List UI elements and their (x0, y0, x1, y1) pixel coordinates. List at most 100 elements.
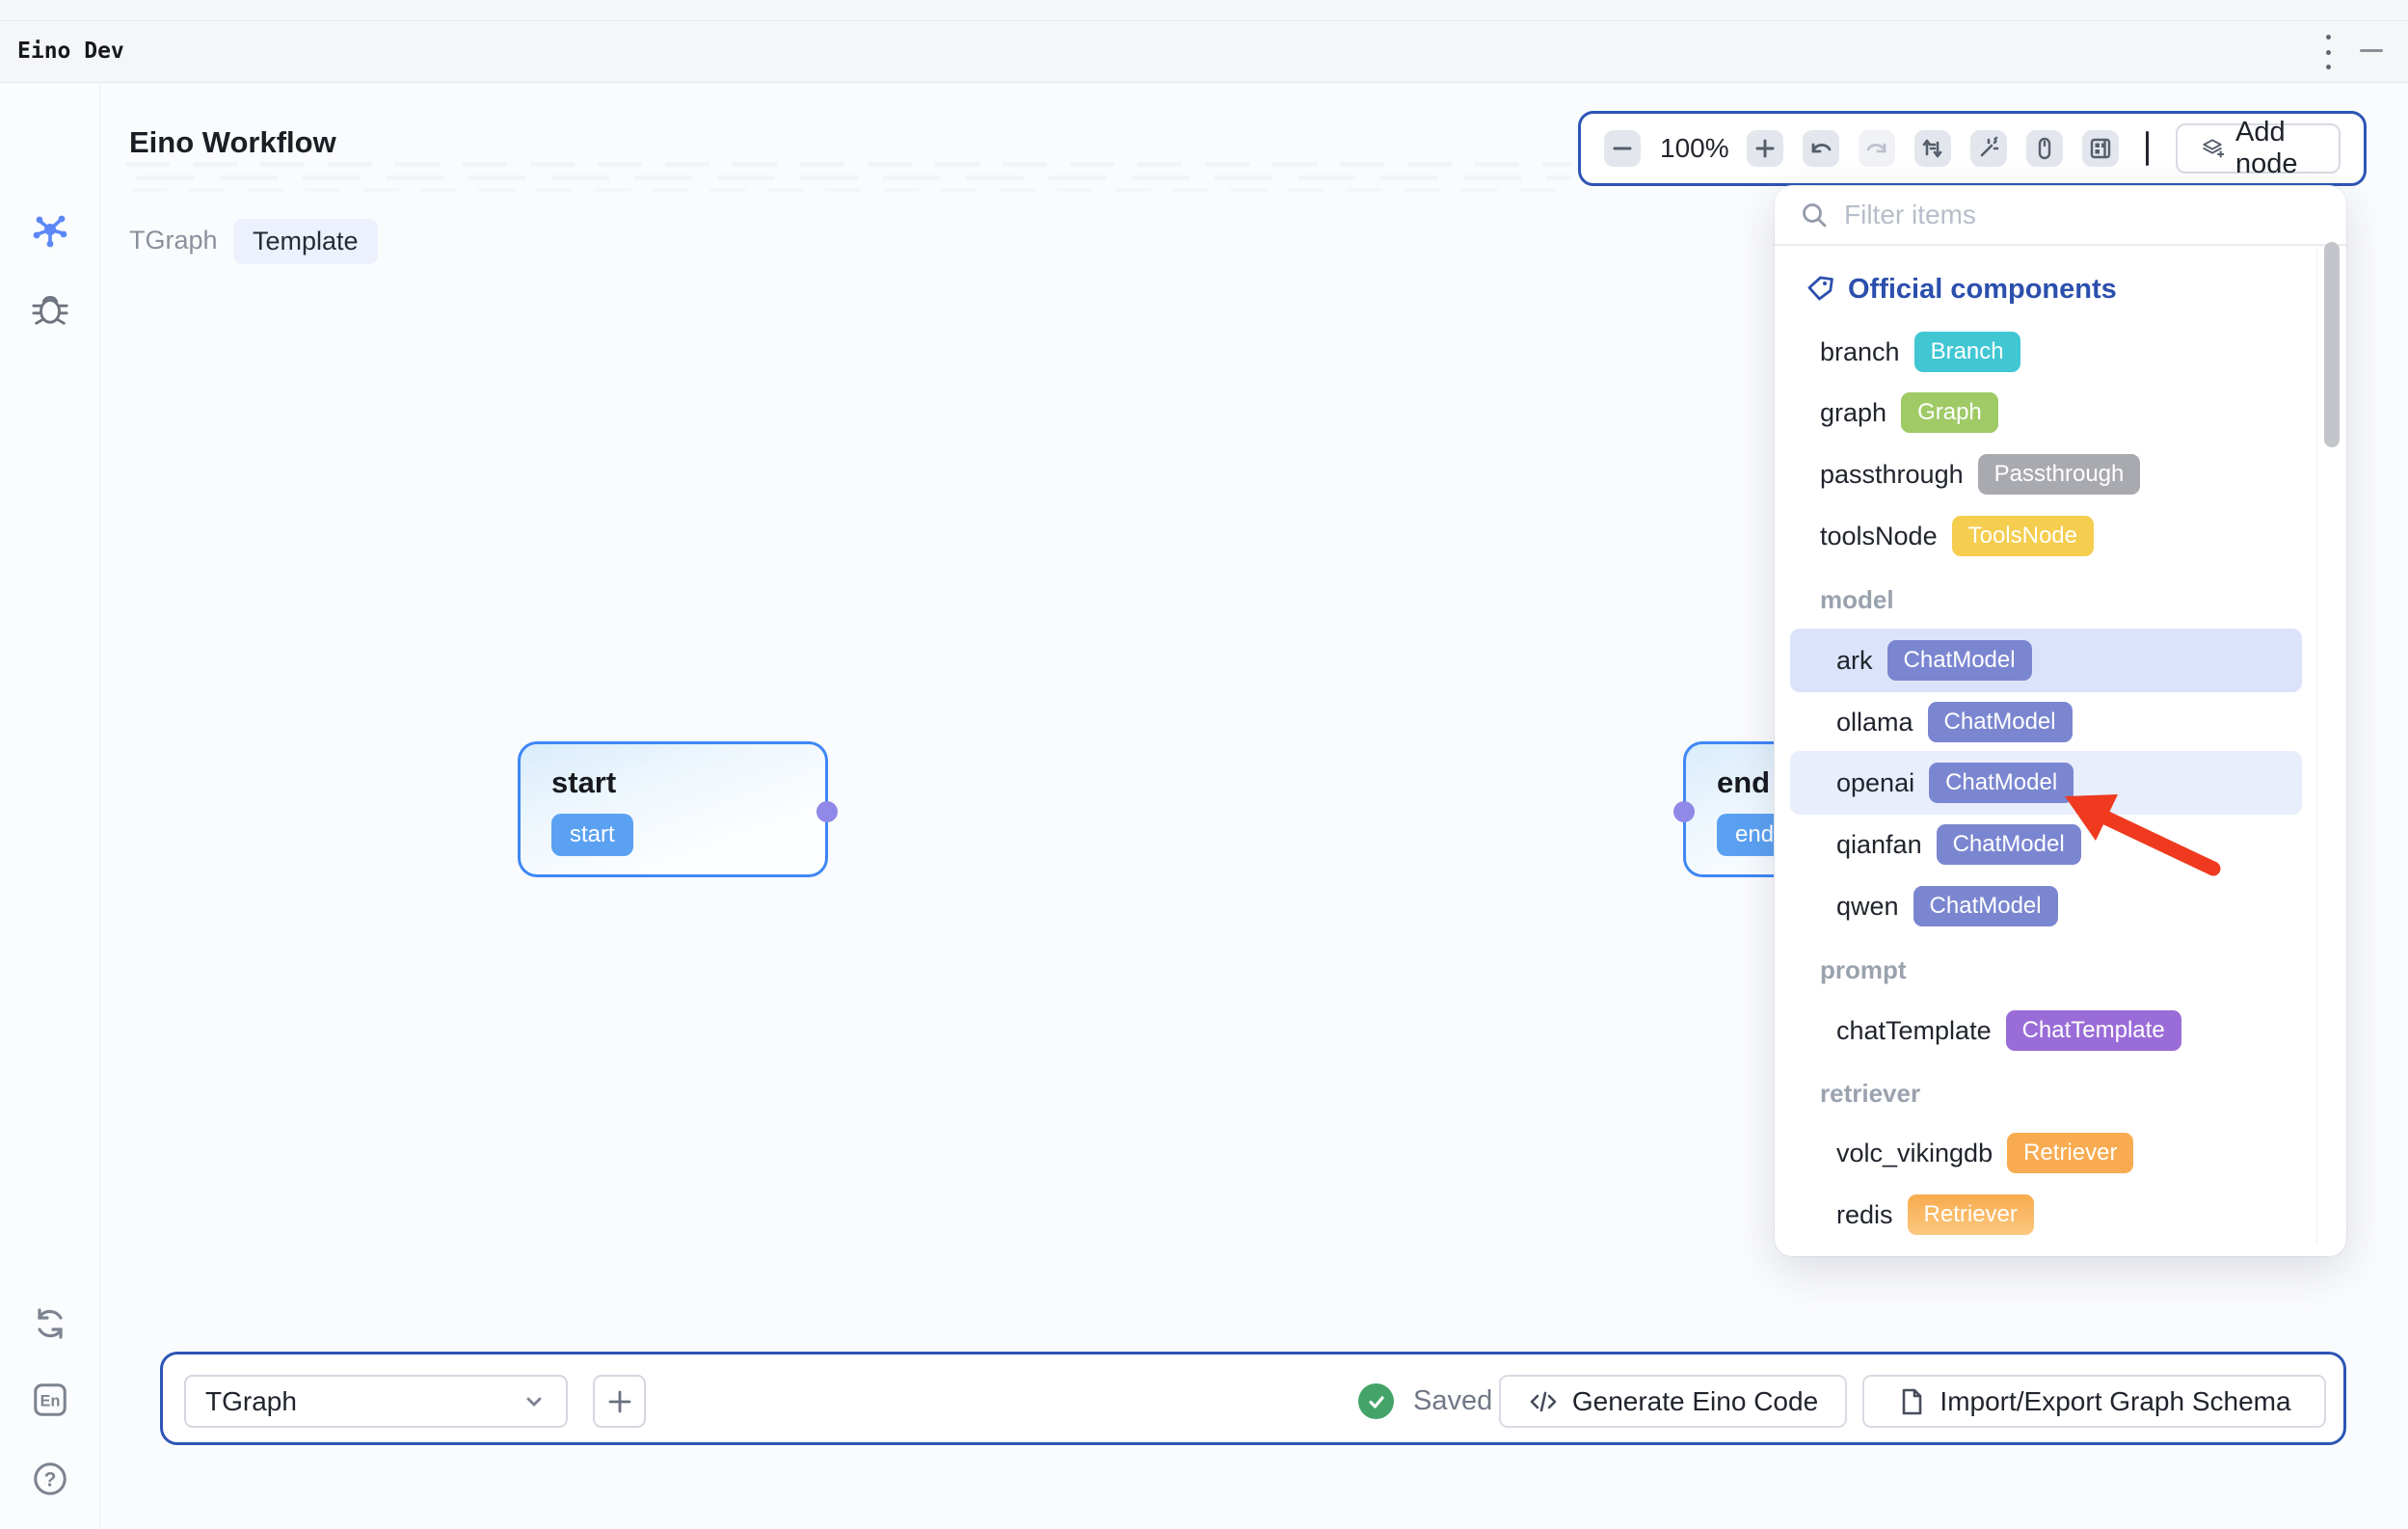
item-badge: Retriever (2007, 1133, 2134, 1173)
plus-icon (608, 1390, 630, 1412)
item-badge: Graph (1901, 392, 1998, 433)
item-badge: Branch (1913, 332, 2020, 372)
titlebar-divider (0, 20, 2408, 21)
import-export-schema-button[interactable]: Import/Export Graph Schema (1862, 1375, 2326, 1428)
item-label: redis (1836, 1199, 1893, 1229)
item-badge: ChatModel (1936, 824, 2081, 865)
filter-row (1775, 186, 2346, 246)
layers-plus-icon (2203, 139, 2225, 158)
start-node[interactable]: start start (518, 741, 838, 877)
mouse-settings-button[interactable] (2026, 130, 2063, 167)
start-node-badge: start (551, 814, 633, 856)
item-label: graph (1820, 397, 1887, 427)
graph-selector[interactable]: TGraph (184, 1375, 568, 1428)
page-title: Eino Workflow (129, 125, 336, 159)
minimap-button[interactable] (2082, 130, 2119, 167)
component-item-openai[interactable]: openai ChatModel (1790, 751, 2302, 815)
item-badge: ToolsNode (1951, 516, 2094, 556)
generate-eino-code-button[interactable]: Generate Eino Code (1499, 1375, 1847, 1428)
undo-button[interactable] (1803, 130, 1839, 167)
item-badge: ChatModel (1927, 702, 2073, 742)
help-icon[interactable]: ? (31, 1460, 69, 1498)
item-label: ollama (1836, 707, 1913, 737)
component-item-toolsnode[interactable]: toolsNode ToolsNode (1790, 504, 2302, 568)
item-label: qianfan (1836, 829, 1922, 859)
add-node-button[interactable]: Add node (2176, 117, 2341, 179)
refresh-icon[interactable] (31, 1304, 69, 1343)
debug-bug-icon[interactable] (31, 289, 69, 328)
item-badge: Retriever (1907, 1194, 2034, 1235)
component-item-chattemplate[interactable]: chatTemplate ChatTemplate (1790, 999, 2302, 1062)
official-components-title: Official components (1848, 273, 2117, 305)
graph-selector-value: TGraph (205, 1385, 297, 1416)
kebab-menu-icon[interactable] (2321, 35, 2335, 69)
bottom-bar: TGraph Saved Generate Eino Code Import/E… (160, 1352, 2346, 1445)
add-node-panel: Official components branch Branch graph … (1775, 186, 2346, 1256)
tab-template[interactable]: Template (233, 219, 378, 264)
end-node-title: end (1717, 765, 1771, 799)
saved-label: Saved (1413, 1385, 1493, 1416)
generate-eino-code-label: Generate Eino Code (1571, 1385, 1819, 1416)
scrollbar-track (2316, 248, 2317, 1245)
section-retriever: retriever (1820, 1078, 1921, 1108)
toolbar-divider (2146, 131, 2149, 166)
component-item-ollama[interactable]: ollama ChatModel (1790, 690, 2302, 754)
save-status: Saved (1358, 1355, 1492, 1448)
window-title: Eino Dev (17, 39, 124, 64)
import-export-schema-label: Import/Export Graph Schema (1940, 1385, 2291, 1416)
zoom-in-button[interactable] (1747, 130, 1783, 167)
component-item-redis[interactable]: redis Retriever (1790, 1183, 2302, 1247)
item-badge: ChatTemplate (2005, 1010, 2181, 1051)
canvas-toolbar: 100% (1578, 111, 2367, 186)
item-label: ark (1836, 645, 1873, 675)
left-sidebar: En ? (0, 84, 100, 1529)
search-icon (1803, 203, 1827, 228)
workflow-graph-icon[interactable] (31, 210, 69, 249)
start-node-output-port[interactable] (816, 801, 838, 822)
section-model: model (1820, 584, 1894, 614)
code-icon (1530, 1391, 1557, 1411)
saved-check-icon (1358, 1383, 1394, 1419)
canvas-texture (125, 162, 1571, 195)
component-item-passthrough[interactable]: passthrough Passthrough (1790, 443, 2302, 506)
item-label: passthrough (1820, 459, 1964, 489)
svg-text:?: ? (44, 1469, 57, 1491)
zoom-level: 100% (1660, 133, 1729, 163)
component-item-qianfan[interactable]: qianfan ChatModel (1790, 813, 2302, 876)
document-icon (1903, 1388, 1922, 1414)
auto-layout-button[interactable] (1914, 130, 1951, 167)
language-icon[interactable]: En (31, 1381, 69, 1419)
add-graph-button[interactable] (593, 1375, 646, 1428)
item-badge: ChatModel (1913, 886, 2058, 926)
filter-items-input[interactable] (1844, 200, 2268, 230)
zoom-out-button[interactable] (1604, 130, 1641, 167)
item-label: chatTemplate (1836, 1015, 1992, 1045)
tag-icon (1807, 276, 1833, 301)
component-item-volc-vikingdb[interactable]: volc_vikingdb Retriever (1790, 1121, 2302, 1185)
add-node-label: Add node (2235, 117, 2298, 179)
item-label: openai (1836, 767, 1915, 797)
component-item-ark[interactable]: ark ChatModel (1790, 629, 2302, 692)
section-prompt: prompt (1820, 954, 1907, 984)
component-item-graph[interactable]: graph Graph (1790, 381, 2302, 444)
component-item-qwen[interactable]: qwen ChatModel (1790, 874, 2302, 938)
redo-button[interactable] (1859, 130, 1895, 167)
item-badge: ChatModel (1886, 640, 2032, 681)
window-titlebar: Eino Dev (0, 0, 2408, 83)
item-label: toolsNode (1820, 521, 1938, 550)
chevron-down-icon (526, 1397, 542, 1407)
item-label: branch (1820, 336, 1900, 366)
official-components-header: Official components (1806, 269, 2117, 309)
scrollbar-thumb[interactable] (2324, 242, 2340, 447)
minimize-icon[interactable] (2360, 49, 2383, 52)
item-label: qwen (1836, 891, 1899, 921)
start-node-title: start (551, 765, 617, 799)
tab-tgraph[interactable]: TGraph (129, 226, 218, 255)
magic-wand-button[interactable] (1970, 130, 2007, 167)
item-badge: Passthrough (1977, 454, 2141, 495)
item-badge: ChatModel (1929, 763, 2074, 803)
end-node-input-port[interactable] (1673, 801, 1695, 822)
component-item-branch[interactable]: branch Branch (1790, 320, 2302, 384)
language-label: En (40, 1393, 61, 1410)
